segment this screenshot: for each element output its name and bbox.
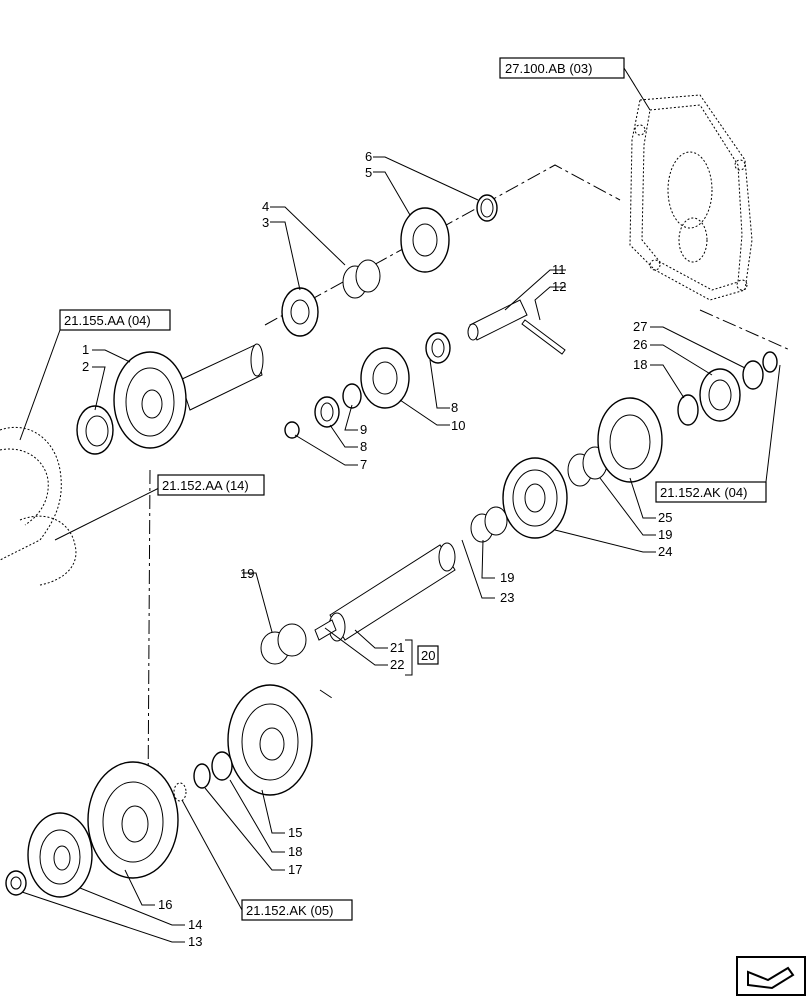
callout-27: 27 [633, 319, 647, 334]
callout-19-upper: 19 [658, 527, 672, 542]
reference-text-top: 27.100.AB (03) [505, 61, 592, 76]
callout-21: 21 [390, 640, 404, 655]
part-16-gear [87, 761, 179, 879]
reference-box-bottom[interactable]: 21.152.AK (05) [241, 899, 353, 921]
callout-25: 25 [658, 510, 672, 525]
callout-18-upper: 18 [633, 357, 647, 372]
leader-lines [21, 156, 746, 943]
part-12-pin [521, 319, 566, 355]
callout-labels: 6 5 4 3 11 12 1 2 8 10 9 8 7 27 26 18 25… [82, 149, 672, 949]
part-5-gear [400, 207, 450, 273]
part-2-bearing [76, 405, 114, 455]
callout-5: 5 [365, 165, 372, 180]
callout-8-lower: 8 [360, 439, 367, 454]
part-18-ring-upper [677, 394, 699, 426]
group-label: 20 [421, 648, 435, 663]
part-15-gear [227, 684, 313, 796]
callout-24: 24 [658, 544, 672, 559]
reference-box-right[interactable]: 21.152.AK (04) [655, 481, 767, 503]
callout-11: 11 [552, 262, 566, 277]
housing-cover [629, 94, 753, 301]
callout-8-upper: 8 [451, 400, 458, 415]
part-25-gear [597, 397, 663, 483]
reference-box-left-mid[interactable]: 21.152.AA (14) [157, 474, 265, 496]
part-4-bushing [342, 259, 381, 299]
part-27-bearing [742, 360, 764, 390]
reference-text-left-top: 21.155.AA (04) [64, 313, 151, 328]
callout-22: 22 [390, 657, 404, 672]
callout-4: 4 [262, 199, 269, 214]
part-11-shaft [467, 299, 528, 341]
reference-text-bottom: 21.152.AK (05) [246, 903, 333, 918]
part-19-bushing-upper [567, 446, 608, 487]
part-3-gear [281, 287, 319, 337]
part-14-synchronizer [27, 812, 93, 898]
part-7-ring [284, 421, 300, 439]
callout-7: 7 [360, 457, 367, 472]
callout-17: 17 [288, 862, 302, 877]
part-17-ring [193, 763, 211, 789]
callout-1: 1 [82, 342, 89, 357]
right-ring [762, 351, 778, 373]
part-21-main-shaft [314, 542, 456, 642]
part-24-synchronizer [502, 457, 568, 539]
left-housing-fragment [0, 426, 77, 586]
part-19-bushing-mid [470, 506, 508, 543]
callout-6: 6 [365, 149, 372, 164]
page-navigation-arrow-icon[interactable] [736, 956, 806, 996]
part-8-bearing-lower [314, 396, 340, 428]
callout-23: 23 [500, 590, 514, 605]
reference-box-left-top[interactable]: 21.155.AA (04) [59, 309, 171, 331]
callout-10: 10 [451, 418, 465, 433]
part-18-ring-lower [211, 751, 233, 781]
reference-text-left-mid: 21.152.AA (14) [162, 478, 249, 493]
callout-14: 14 [188, 917, 202, 932]
callout-3: 3 [262, 215, 269, 230]
callout-19-mid: 19 [500, 570, 514, 585]
callout-18-lower: 18 [288, 844, 302, 859]
group-box-20[interactable]: 20 [417, 645, 439, 665]
callout-15: 15 [288, 825, 302, 840]
part-9-snap-ring [342, 383, 362, 409]
callout-12: 12 [552, 279, 566, 294]
part-26-bearing [699, 368, 741, 422]
callout-16: 16 [158, 897, 172, 912]
part-10-gear [360, 347, 410, 409]
reference-box-top[interactable]: 27.100.AB (03) [499, 57, 625, 79]
part-1-input-shaft-gear [113, 343, 264, 449]
callout-26: 26 [633, 337, 647, 352]
small-snap-ring [173, 782, 187, 802]
callout-19-lower: 19 [240, 566, 254, 581]
part-13-nut [5, 870, 27, 896]
reference-text-right: 21.152.AK (04) [660, 485, 747, 500]
part-19-bushing-lower [260, 623, 307, 665]
part-6-snap-ring [476, 194, 498, 222]
callout-13: 13 [188, 934, 202, 949]
part-8-bearing-upper [425, 332, 451, 364]
callout-9: 9 [360, 422, 367, 437]
callout-2: 2 [82, 359, 89, 374]
